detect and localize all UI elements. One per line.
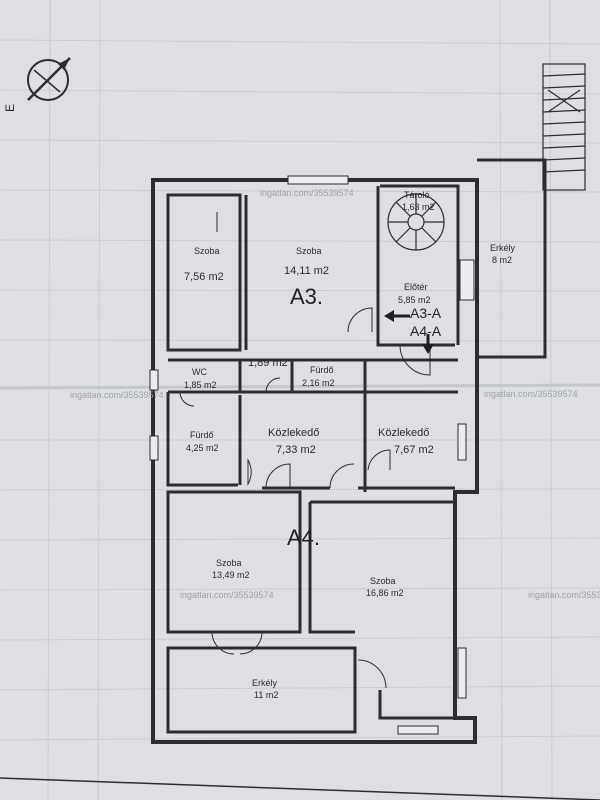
room-area-lepcso: 1,63 m2 <box>402 202 435 212</box>
unit-label-a4: A4. <box>287 525 320 550</box>
room-name-lepcso: Tároló <box>404 190 430 200</box>
window-top <box>287 175 349 185</box>
bottom-border-line <box>0 777 600 800</box>
balcony-1-wall <box>477 158 547 359</box>
compass: E <box>3 57 71 112</box>
tag-a4-a: A4-A <box>410 323 442 339</box>
watermark: ingatlan.com/35539574 <box>180 590 274 600</box>
room-area-eloter: 5,85 m2 <box>398 295 431 305</box>
room-area-kozlekedo-1: 7,33 m2 <box>276 444 316 456</box>
tag-a3-a: A3-A <box>410 305 442 321</box>
compass-letter: E <box>3 104 17 112</box>
paper-fold <box>0 383 600 390</box>
watermarks: ingatlan.com/35539574 ingatlan.com/35539… <box>70 188 600 600</box>
room-area-erkely-1: 8 m2 <box>492 255 512 265</box>
watermark: ingatlan.com/35539574 <box>70 390 164 400</box>
room-name-erkely-1: Erkély <box>490 243 516 253</box>
watermark: ingatlan.com/35539574 <box>260 188 354 198</box>
arrows <box>384 310 434 354</box>
interior-walls <box>166 184 460 734</box>
room-area-furdo-2: 4,25 m2 <box>186 443 219 453</box>
room-name-eloter: Előtér <box>404 282 428 292</box>
unit-label-a3: A3. <box>290 284 323 309</box>
room-area-erkely-2: 11 m2 <box>254 690 278 700</box>
room-area-kozlekedo-2: 7,67 m2 <box>394 444 434 456</box>
room-area-szoba-1: 7,56 m2 <box>184 271 224 283</box>
room-name-kozlekedo-1: Közlekedő <box>268 427 319 439</box>
windows <box>149 259 475 735</box>
room-area-szoba-4: 16,86 m2 <box>366 588 404 598</box>
compass-circle <box>27 59 69 101</box>
room-name-kozlekedo-2: Közlekedő <box>378 427 429 439</box>
room-name-szoba-2: Szoba <box>296 246 322 256</box>
room-name-furdo-1: Fürdő <box>310 365 334 375</box>
room-area-small: 1,89 m2 <box>248 357 288 369</box>
arrow-left-icon <box>384 310 394 322</box>
watermark: ingatlan.com/35539574 <box>484 389 578 399</box>
room-area-szoba-2: 14,11 m2 <box>284 265 329 277</box>
room-area-wc: 1,85 m2 <box>184 380 217 390</box>
room-name-erkely-2: Erkély <box>252 678 278 688</box>
room-area-szoba-3: 13,49 m2 <box>212 570 250 580</box>
watermark: ingatlan.com/35539574 <box>528 590 600 600</box>
exterior-stairs <box>542 63 586 191</box>
room-labels: Szoba 7,56 m2 Szoba 14,11 m2 Tároló 1,63… <box>184 190 516 700</box>
room-name-furdo-2: Fürdő <box>190 430 214 440</box>
room-name-szoba-3: Szoba <box>216 558 242 568</box>
room-name-szoba-4: Szoba <box>370 576 396 586</box>
room-area-furdo-1: 2,16 m2 <box>302 378 335 388</box>
room-name-wc: WC <box>192 367 207 377</box>
spiral-stairs <box>387 193 445 251</box>
doors <box>179 212 431 689</box>
room-name-szoba-1: Szoba <box>194 246 220 256</box>
arrow-down-icon <box>422 344 434 354</box>
